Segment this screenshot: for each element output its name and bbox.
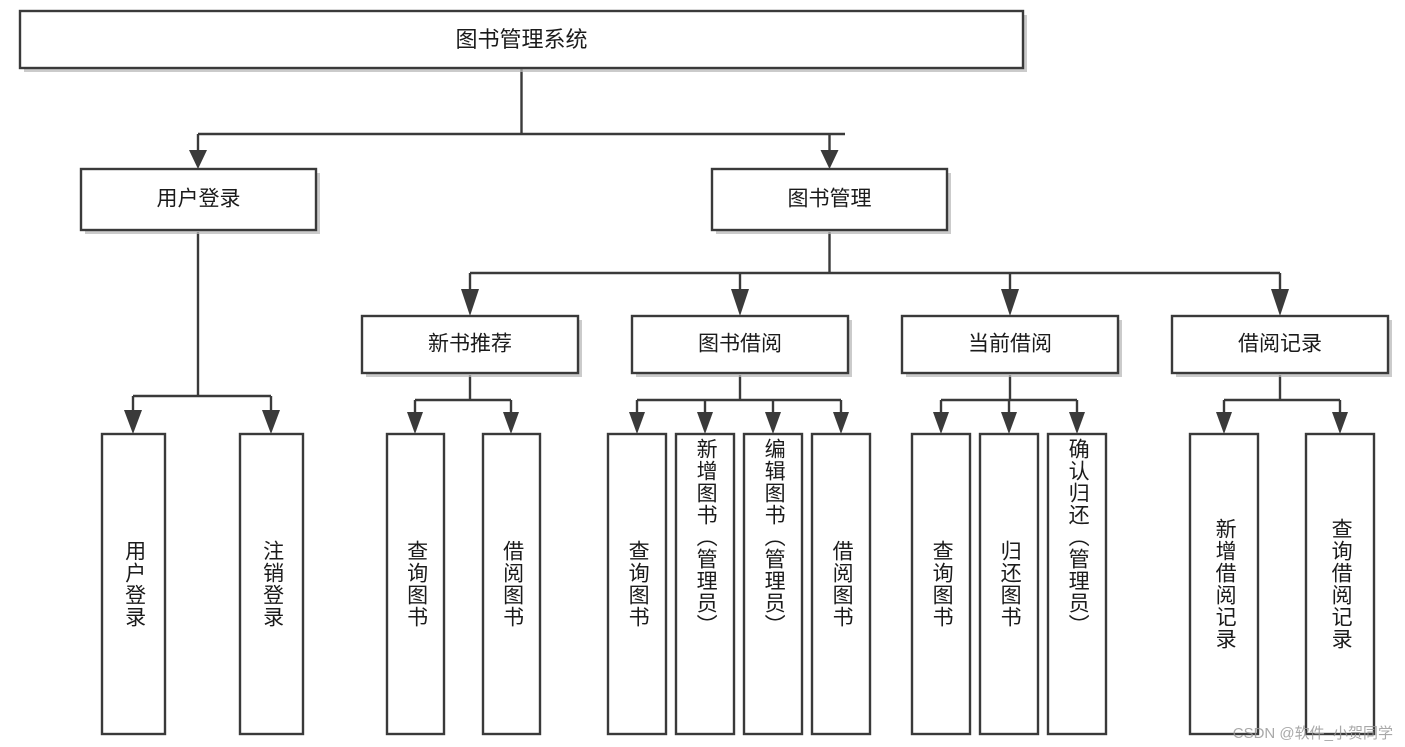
leaf-box-query-record[interactable] — [1304, 432, 1376, 736]
node-book-borrow[interactable]: 图书借阅 — [630, 314, 852, 377]
node-new-book-rec-label: 新书推荐 — [428, 333, 512, 356]
node-borrow-record-box[interactable] — [1170, 314, 1390, 375]
arrow-head-leaf-borrow-book-1 — [503, 412, 519, 434]
node-root-system[interactable]: 图书管理系统 — [18, 9, 1027, 72]
node-borrow-record-label: 借阅记录 — [1238, 333, 1322, 356]
arrow-head-leaf-logout — [262, 410, 280, 434]
node-current-borrow-label: 当前借阅 — [968, 333, 1052, 356]
node-book-manage-group[interactable]: 图书管理 — [710, 167, 951, 234]
arrow-head-leaf-query-book-1 — [407, 412, 423, 434]
arrow-head-borrow-record — [1271, 289, 1289, 316]
arrow-head-leaf-return-book — [1001, 412, 1017, 434]
node-current-borrow[interactable]: 当前借阅 — [900, 314, 1122, 377]
node-user-login-group-box[interactable] — [79, 167, 318, 232]
node-root-system-label: 图书管理系统 — [455, 27, 587, 52]
node-book-borrow-label: 图书借阅 — [698, 333, 782, 356]
arrow-head-new-book-rec — [461, 289, 479, 316]
node-user-login-group[interactable]: 用户登录 — [79, 167, 320, 234]
leaf-box-user-login[interactable] — [100, 432, 167, 736]
leaf-box-layer — [100, 432, 1376, 736]
arrow-head-book-manage-group — [820, 150, 839, 169]
node-current-borrow-box[interactable] — [900, 314, 1120, 375]
node-root-system-box[interactable] — [18, 9, 1025, 70]
arrow-head-leaf-add-book-admin — [697, 412, 713, 434]
arrow-head-leaf-query-book-2 — [629, 412, 645, 434]
arrow-head-current-borrow — [1001, 289, 1019, 316]
leaf-box-query-book-1[interactable] — [385, 432, 446, 736]
connector-layer — [124, 68, 1348, 434]
arrow-head-leaf-user-login — [124, 410, 142, 434]
node-book-manage-group-label: 图书管理 — [788, 188, 872, 211]
leaf-box-borrow-book-2[interactable] — [810, 432, 872, 736]
node-book-borrow-box[interactable] — [630, 314, 850, 375]
arrow-head-leaf-add-record — [1216, 412, 1232, 434]
leaf-box-return-book[interactable] — [978, 432, 1040, 736]
arrow-head-leaf-confirm-return-admin — [1069, 412, 1085, 434]
node-new-book-rec-box[interactable] — [360, 314, 580, 375]
leaf-box-add-book-admin[interactable] — [674, 432, 736, 736]
arrow-head-leaf-borrow-book-2 — [833, 412, 849, 434]
node-book-manage-group-box[interactable] — [710, 167, 949, 232]
arrow-head-leaf-query-book-3 — [933, 412, 949, 434]
leaf-box-borrow-book-1[interactable] — [481, 432, 542, 736]
node-new-book-rec[interactable]: 新书推荐 — [360, 314, 582, 377]
leaf-box-query-book-3[interactable] — [910, 432, 972, 736]
arrow-head-book-borrow — [731, 289, 749, 316]
node-borrow-record[interactable]: 借阅记录 — [1170, 314, 1392, 377]
leaf-box-confirm-return-admin[interactable] — [1046, 432, 1108, 736]
arrow-head-leaf-edit-book-admin — [765, 412, 781, 434]
leaf-box-query-book-2[interactable] — [606, 432, 668, 736]
node-user-login-group-label: 用户登录 — [157, 188, 241, 211]
leaf-box-logout[interactable] — [238, 432, 305, 736]
arrow-head-leaf-query-record — [1332, 412, 1348, 434]
leaf-box-edit-book-admin[interactable] — [742, 432, 804, 736]
leaf-box-add-record[interactable] — [1188, 432, 1260, 736]
arrow-head-user-login-group — [189, 150, 207, 169]
